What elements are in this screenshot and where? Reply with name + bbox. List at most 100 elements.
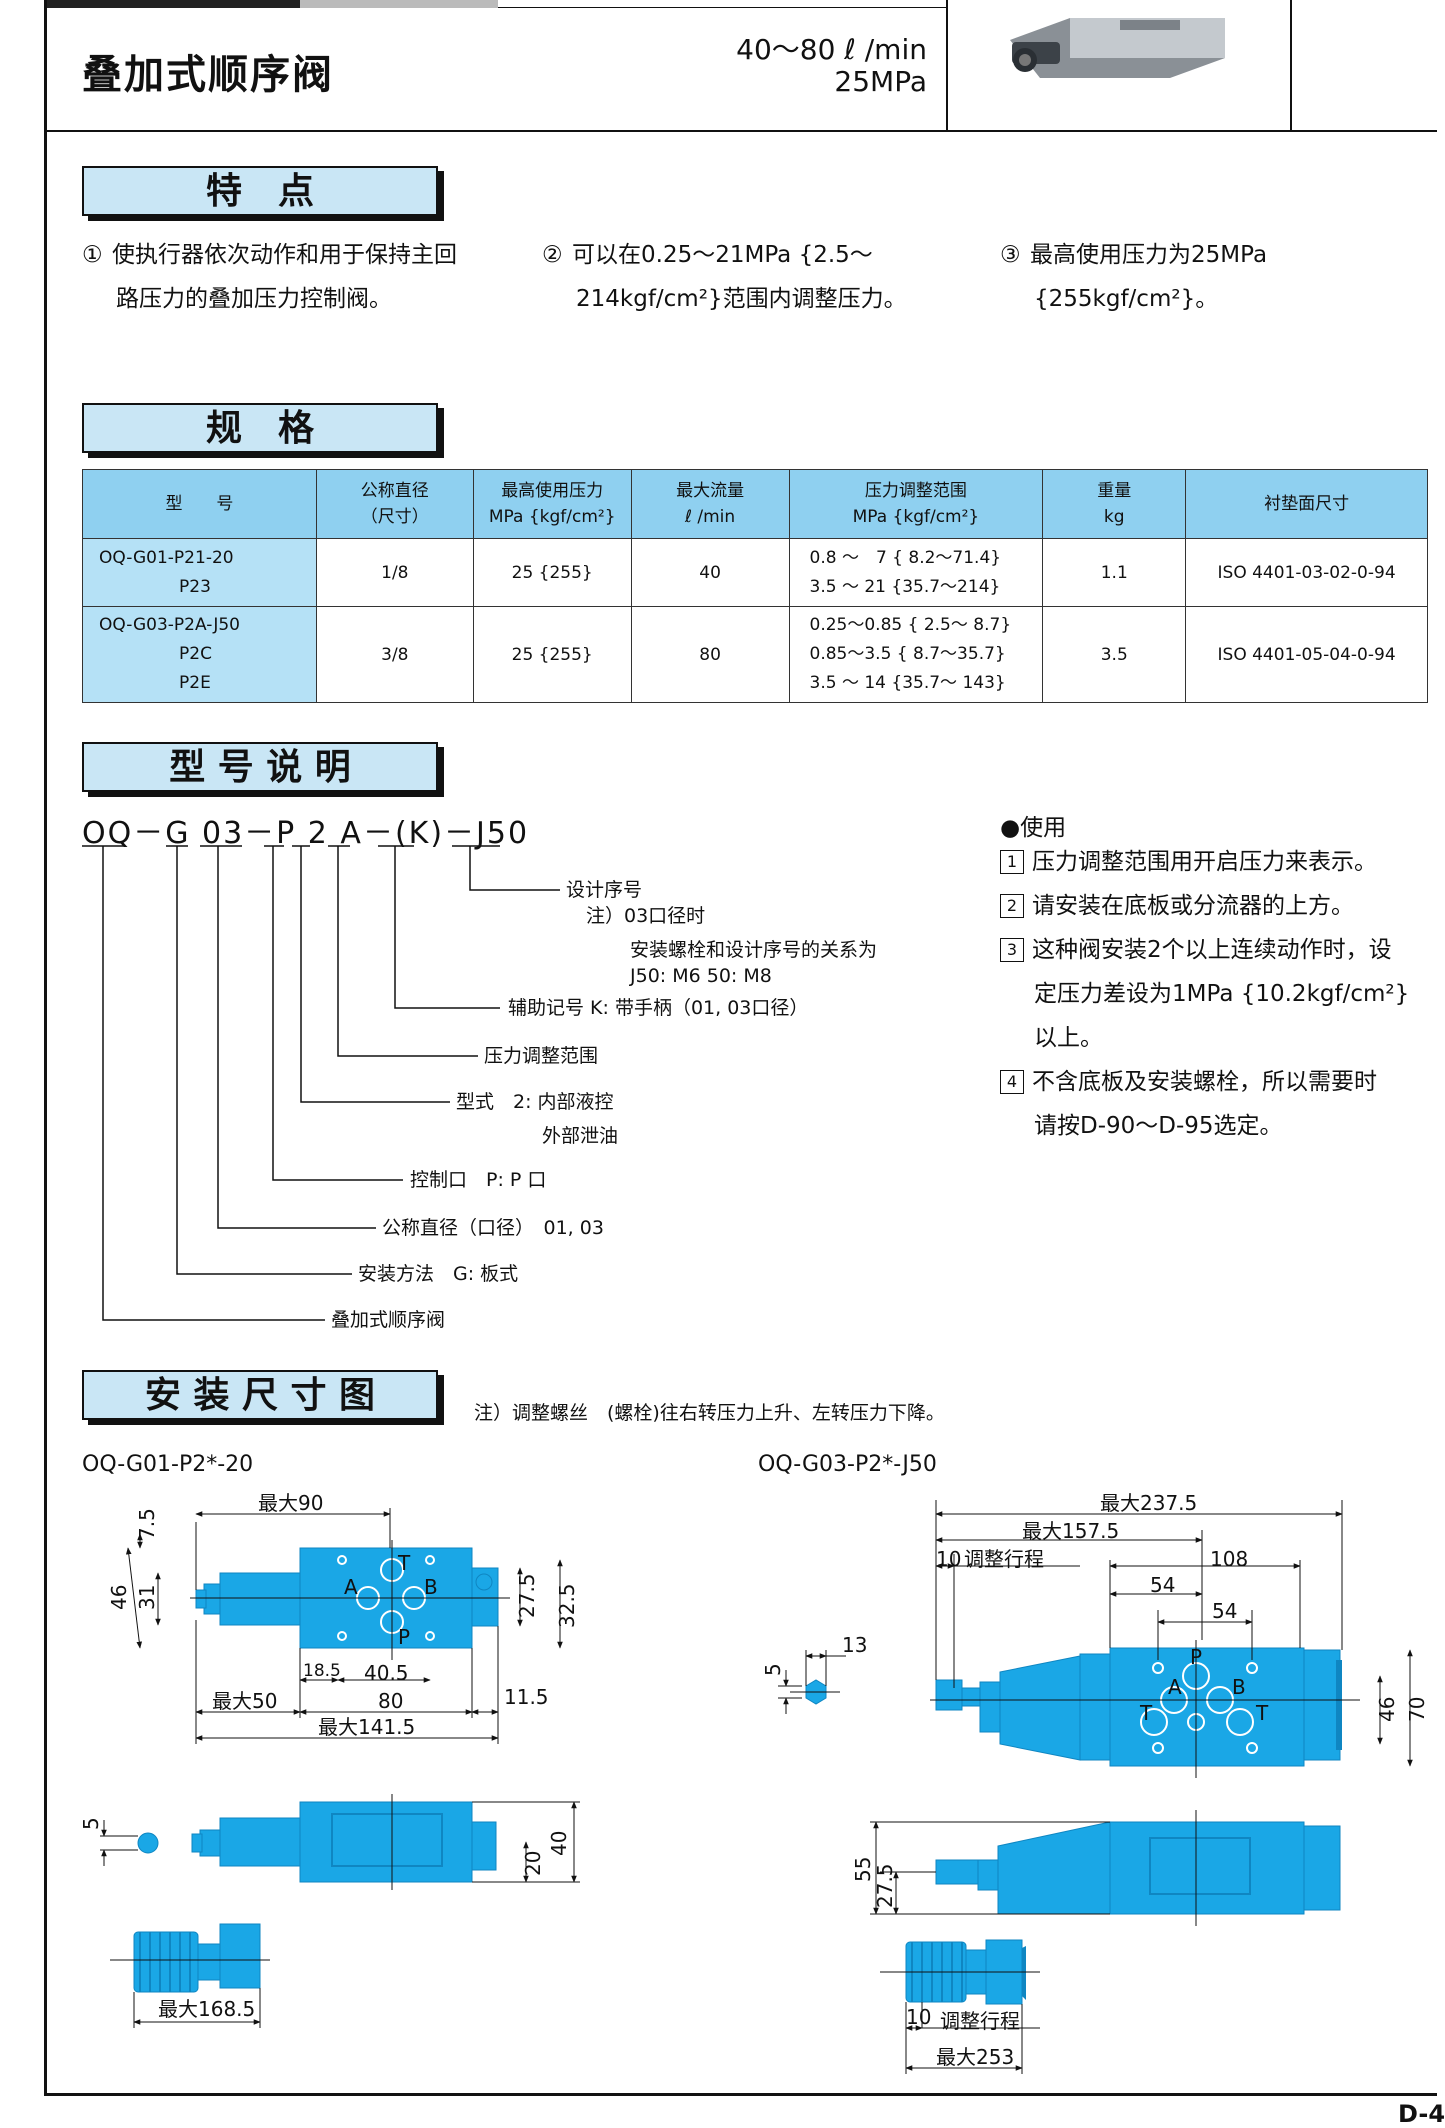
dim-label: 46 <box>107 1585 131 1610</box>
header-tab-dark <box>47 0 300 8</box>
cell-max-flow: 80 <box>630 606 790 703</box>
code-design-label: 设计序号 <box>566 879 643 901</box>
port-label-p: P <box>398 1625 410 1649</box>
port-label-p: P <box>1190 1645 1202 1669</box>
product-photo <box>1010 18 1225 78</box>
port-label-t: T <box>1255 1701 1269 1725</box>
dim-label: 31 <box>135 1585 159 1610</box>
specs-heading: 规 格 <box>82 403 438 453</box>
right-bolt-detail <box>790 1679 840 1705</box>
col-header: 公称直径（尺寸） <box>315 469 474 539</box>
cell-gasket: ISO 4401-05-04-0-94 <box>1185 606 1428 703</box>
code-name-label: 叠加式顺序阀 <box>331 1309 446 1331</box>
cell-max-pressure: 25 {255} <box>472 606 632 703</box>
code-note: 安装螺栓和设计序号的关系为 <box>630 939 878 961</box>
dimensions-note: 注）调整螺丝 (螺栓)往右转压力上升、左转压力下降。 <box>474 1402 945 1424</box>
dim-label: 5 <box>761 1663 785 1676</box>
header-pressure: 25MPa <box>834 65 927 98</box>
header-divider <box>1290 0 1292 131</box>
col-header: 型 号 <box>82 469 317 539</box>
col-header: 衬垫面尺寸 <box>1185 469 1428 539</box>
port-label-a: A <box>1168 1675 1182 1699</box>
left-top-view <box>190 1540 510 1660</box>
code-control-label: 控制口 P: P 口 <box>410 1169 547 1191</box>
port-label-t: T <box>397 1551 411 1575</box>
dim-label: 46 <box>1375 1697 1399 1722</box>
dim-label: 40 <box>547 1831 571 1856</box>
dim-label: 最大90 <box>258 1491 323 1515</box>
code-aux-label: 辅助记号 K: 带手柄（01, 03口径） <box>508 997 809 1019</box>
cell-range: 0.25～0.85 { 2.5～ 8.7}0.85～3.5 { 8.7～35.7… <box>788 606 1044 703</box>
dim-label: 最大141.5 <box>318 1715 415 1739</box>
left-dim-lines <box>125 1508 563 1744</box>
header-tab-gray <box>300 0 498 8</box>
left-drawing-title: OQ-G01-P2*-20 <box>82 1452 254 1477</box>
dim-label: 54 <box>1150 1573 1175 1597</box>
header-flow: 40～80 ℓ /min <box>736 33 927 66</box>
port-label-t: T <box>1139 1701 1153 1725</box>
header-bottom-rule <box>44 130 1437 132</box>
right-dim-lines <box>935 1500 1413 1767</box>
right-knob-detail <box>880 1939 1040 2005</box>
dim-label: 54 <box>1212 1599 1237 1623</box>
right-top-view <box>930 1640 1360 1778</box>
dim-label: 20 <box>521 1851 545 1876</box>
dim-label: 13 <box>842 1633 867 1657</box>
left-knob-detail <box>110 1923 270 1993</box>
dim-label: 10 <box>906 2005 931 2029</box>
dim-label: 18.5 <box>303 1661 341 1681</box>
dim-label: 调整行程 <box>964 1547 1044 1571</box>
header-spec: 40～80 ℓ /min 25MPa <box>736 34 927 98</box>
page-frame-left <box>44 0 47 2095</box>
code-note: J50: M6 50: M8 <box>630 965 772 987</box>
features-heading: 特 点 <box>82 166 438 216</box>
code-type-label: 型式 2: 内部液控 <box>456 1091 614 1113</box>
cell-size: 3/8 <box>315 606 474 703</box>
cell-gasket: ISO 4401-03-02-0-94 <box>1185 538 1428 607</box>
code-type-label: 外部泄油 <box>542 1125 619 1147</box>
dimension-drawings: A B T P 最大90 7.5 46 31 27.5 32.5 18.5 40… <box>79 1491 1429 2074</box>
dim-label: 27.5 <box>515 1573 539 1618</box>
dim-label: 最大253 <box>936 2045 1014 2069</box>
model-code-heading: 型 号 说 明 <box>82 742 438 792</box>
header-divider <box>946 0 948 131</box>
cell-range: 0.8 ～ 7 { 8.2～71.4}3.5 ～ 21 {35.7～214} <box>788 538 1044 607</box>
code-note: 注）03口径时 <box>586 905 706 927</box>
dim-label: 最大157.5 <box>1022 1519 1119 1543</box>
dim-label: 32.5 <box>555 1583 579 1628</box>
dim-label: 10 <box>936 1547 961 1571</box>
page-number: D-4 <box>1398 2100 1445 2128</box>
code-range-label: 压力调整范围 <box>484 1045 599 1067</box>
right-drawing-title: OQ-G03-P2*-J50 <box>758 1452 937 1477</box>
dim-label: 27.5 <box>873 1863 897 1908</box>
header-top-rule <box>498 7 948 8</box>
right-side-view <box>935 1810 1341 1926</box>
valve-photo-icon <box>1010 18 1225 78</box>
dim-label: 70 <box>1405 1697 1429 1722</box>
dim-label: 40.5 <box>364 1661 409 1685</box>
port-label-b: B <box>1232 1675 1246 1699</box>
port-label-b: B <box>424 1575 438 1599</box>
dim-label: 108 <box>1210 1547 1248 1571</box>
cell-weight: 1.1 <box>1042 538 1187 607</box>
left-side-view <box>137 1794 497 1890</box>
usage-title: ●使用 <box>1000 815 1067 841</box>
page-frame-bottom <box>44 2093 1437 2096</box>
dim-label: 调整行程 <box>940 2009 1020 2033</box>
dim-label: 11.5 <box>504 1685 549 1709</box>
dim-label: 80 <box>378 1689 403 1713</box>
cell-max-pressure: 25 {255} <box>472 538 632 607</box>
page-title: 叠加式顺序阀 <box>82 52 334 98</box>
